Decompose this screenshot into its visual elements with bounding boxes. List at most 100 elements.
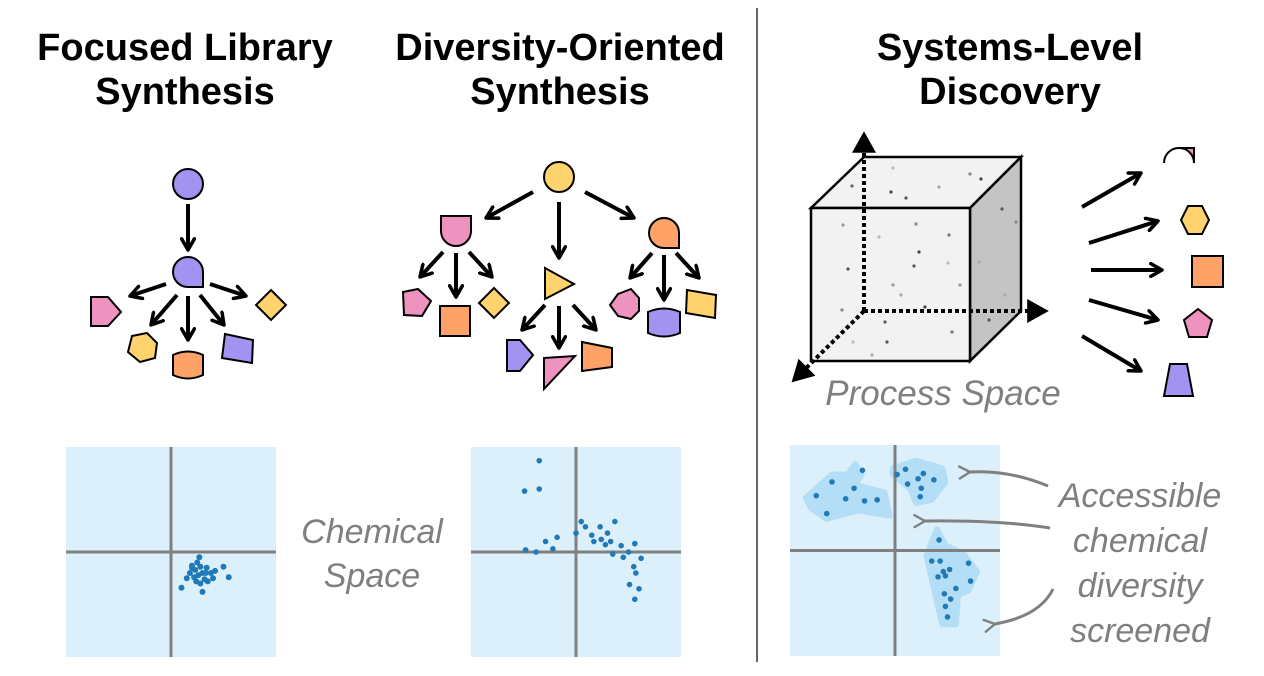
arrow bbox=[674, 251, 699, 278]
data-point bbox=[874, 497, 880, 503]
purple-pentagon bbox=[506, 339, 535, 372]
data-point bbox=[203, 564, 210, 571]
chemical-space-plots bbox=[66, 445, 1000, 657]
systems-products bbox=[1080, 147, 1224, 397]
process-space-point bbox=[1014, 220, 1018, 224]
yellow-diamond bbox=[477, 286, 511, 320]
data-point bbox=[942, 603, 949, 610]
pink-hexagon bbox=[608, 287, 640, 321]
process-space-point bbox=[947, 233, 951, 237]
title-line-1: Systems-Level bbox=[876, 27, 1144, 69]
process-space-point bbox=[950, 330, 954, 334]
pink-pentagon bbox=[401, 287, 433, 318]
process-space-point bbox=[899, 293, 903, 297]
data-point bbox=[607, 538, 614, 545]
scatter-plot bbox=[790, 445, 1000, 656]
data-point bbox=[947, 596, 954, 602]
data-point bbox=[602, 541, 609, 548]
process-space-point bbox=[958, 283, 962, 287]
data-point bbox=[533, 549, 539, 555]
data-point bbox=[940, 568, 947, 575]
title-diversity-oriented-synthesis: Diversity-Oriented Synthesis bbox=[370, 26, 750, 114]
data-point bbox=[931, 477, 937, 483]
pink-shield bbox=[440, 215, 472, 247]
data-point bbox=[178, 584, 185, 591]
process-space-point bbox=[841, 223, 845, 227]
process-space-point bbox=[917, 250, 921, 254]
data-point bbox=[604, 530, 611, 536]
purple-cylinder bbox=[647, 307, 681, 338]
process-space-label: Process Space bbox=[825, 374, 1061, 413]
label-line: chemical bbox=[1072, 522, 1208, 560]
label-line: Space bbox=[323, 557, 421, 595]
data-point bbox=[183, 575, 190, 582]
start-purple-circle bbox=[172, 168, 204, 200]
data-point bbox=[204, 578, 211, 585]
data-point bbox=[633, 570, 639, 576]
y-axis bbox=[791, 309, 866, 383]
arrow bbox=[151, 293, 179, 325]
data-point bbox=[944, 614, 951, 620]
diversity-cluster bbox=[802, 460, 893, 522]
orange-square bbox=[1191, 255, 1224, 288]
orange-trapezoid bbox=[581, 340, 613, 373]
process-space-point bbox=[923, 305, 927, 309]
data-point bbox=[598, 536, 604, 543]
data-point bbox=[946, 566, 953, 573]
process-space-point bbox=[1000, 207, 1004, 211]
scatter-plot bbox=[471, 447, 681, 657]
data-point bbox=[536, 486, 543, 492]
data-point bbox=[588, 532, 595, 538]
data-point bbox=[210, 575, 216, 582]
data-point bbox=[202, 570, 209, 576]
purple-trapezoid bbox=[1162, 363, 1195, 397]
arrow bbox=[571, 303, 596, 330]
process-space-point bbox=[885, 340, 889, 344]
process-space-point bbox=[977, 260, 981, 264]
process-space-point bbox=[891, 283, 895, 287]
yellow-parallelogram bbox=[684, 288, 718, 320]
data-point bbox=[915, 475, 921, 482]
scatter-plot bbox=[66, 447, 276, 657]
annotation-arrow bbox=[982, 588, 1055, 633]
data-point bbox=[935, 574, 941, 580]
data-point bbox=[632, 540, 638, 547]
data-point bbox=[928, 558, 935, 564]
arrow bbox=[209, 282, 246, 296]
yellow-hexagon bbox=[126, 331, 159, 364]
data-point bbox=[578, 518, 585, 525]
pink-teardrop bbox=[1163, 147, 1195, 164]
process-space-point bbox=[937, 185, 941, 189]
pink-triangle bbox=[543, 354, 578, 392]
data-point bbox=[189, 564, 195, 571]
process-space-point bbox=[946, 261, 950, 265]
data-point bbox=[904, 481, 911, 487]
pink-pentagon bbox=[1182, 307, 1214, 338]
focused-scheme bbox=[90, 168, 288, 380]
data-point bbox=[225, 574, 232, 581]
data-point bbox=[620, 554, 627, 561]
data-point bbox=[186, 570, 193, 576]
process-space-point bbox=[877, 235, 881, 239]
arrow bbox=[198, 293, 224, 325]
process-space-point bbox=[883, 320, 887, 324]
process-space-point bbox=[914, 222, 918, 226]
data-point bbox=[542, 538, 549, 545]
data-point bbox=[636, 585, 642, 592]
yellow-triangle bbox=[544, 266, 577, 301]
data-point bbox=[851, 485, 857, 492]
title-focused-library-synthesis: Focused Library Synthesis bbox=[10, 26, 360, 114]
data-point bbox=[612, 518, 618, 525]
process-space-point bbox=[851, 340, 855, 344]
dos-scheme bbox=[401, 161, 718, 392]
data-point bbox=[522, 547, 529, 553]
yellow-diamond bbox=[254, 288, 288, 322]
arrow bbox=[630, 251, 654, 278]
data-point bbox=[936, 537, 942, 543]
data-point bbox=[829, 479, 835, 485]
arrow bbox=[584, 190, 634, 218]
data-point bbox=[917, 493, 923, 500]
process-space-point bbox=[987, 318, 991, 322]
data-point bbox=[618, 542, 624, 549]
data-point bbox=[859, 467, 866, 474]
